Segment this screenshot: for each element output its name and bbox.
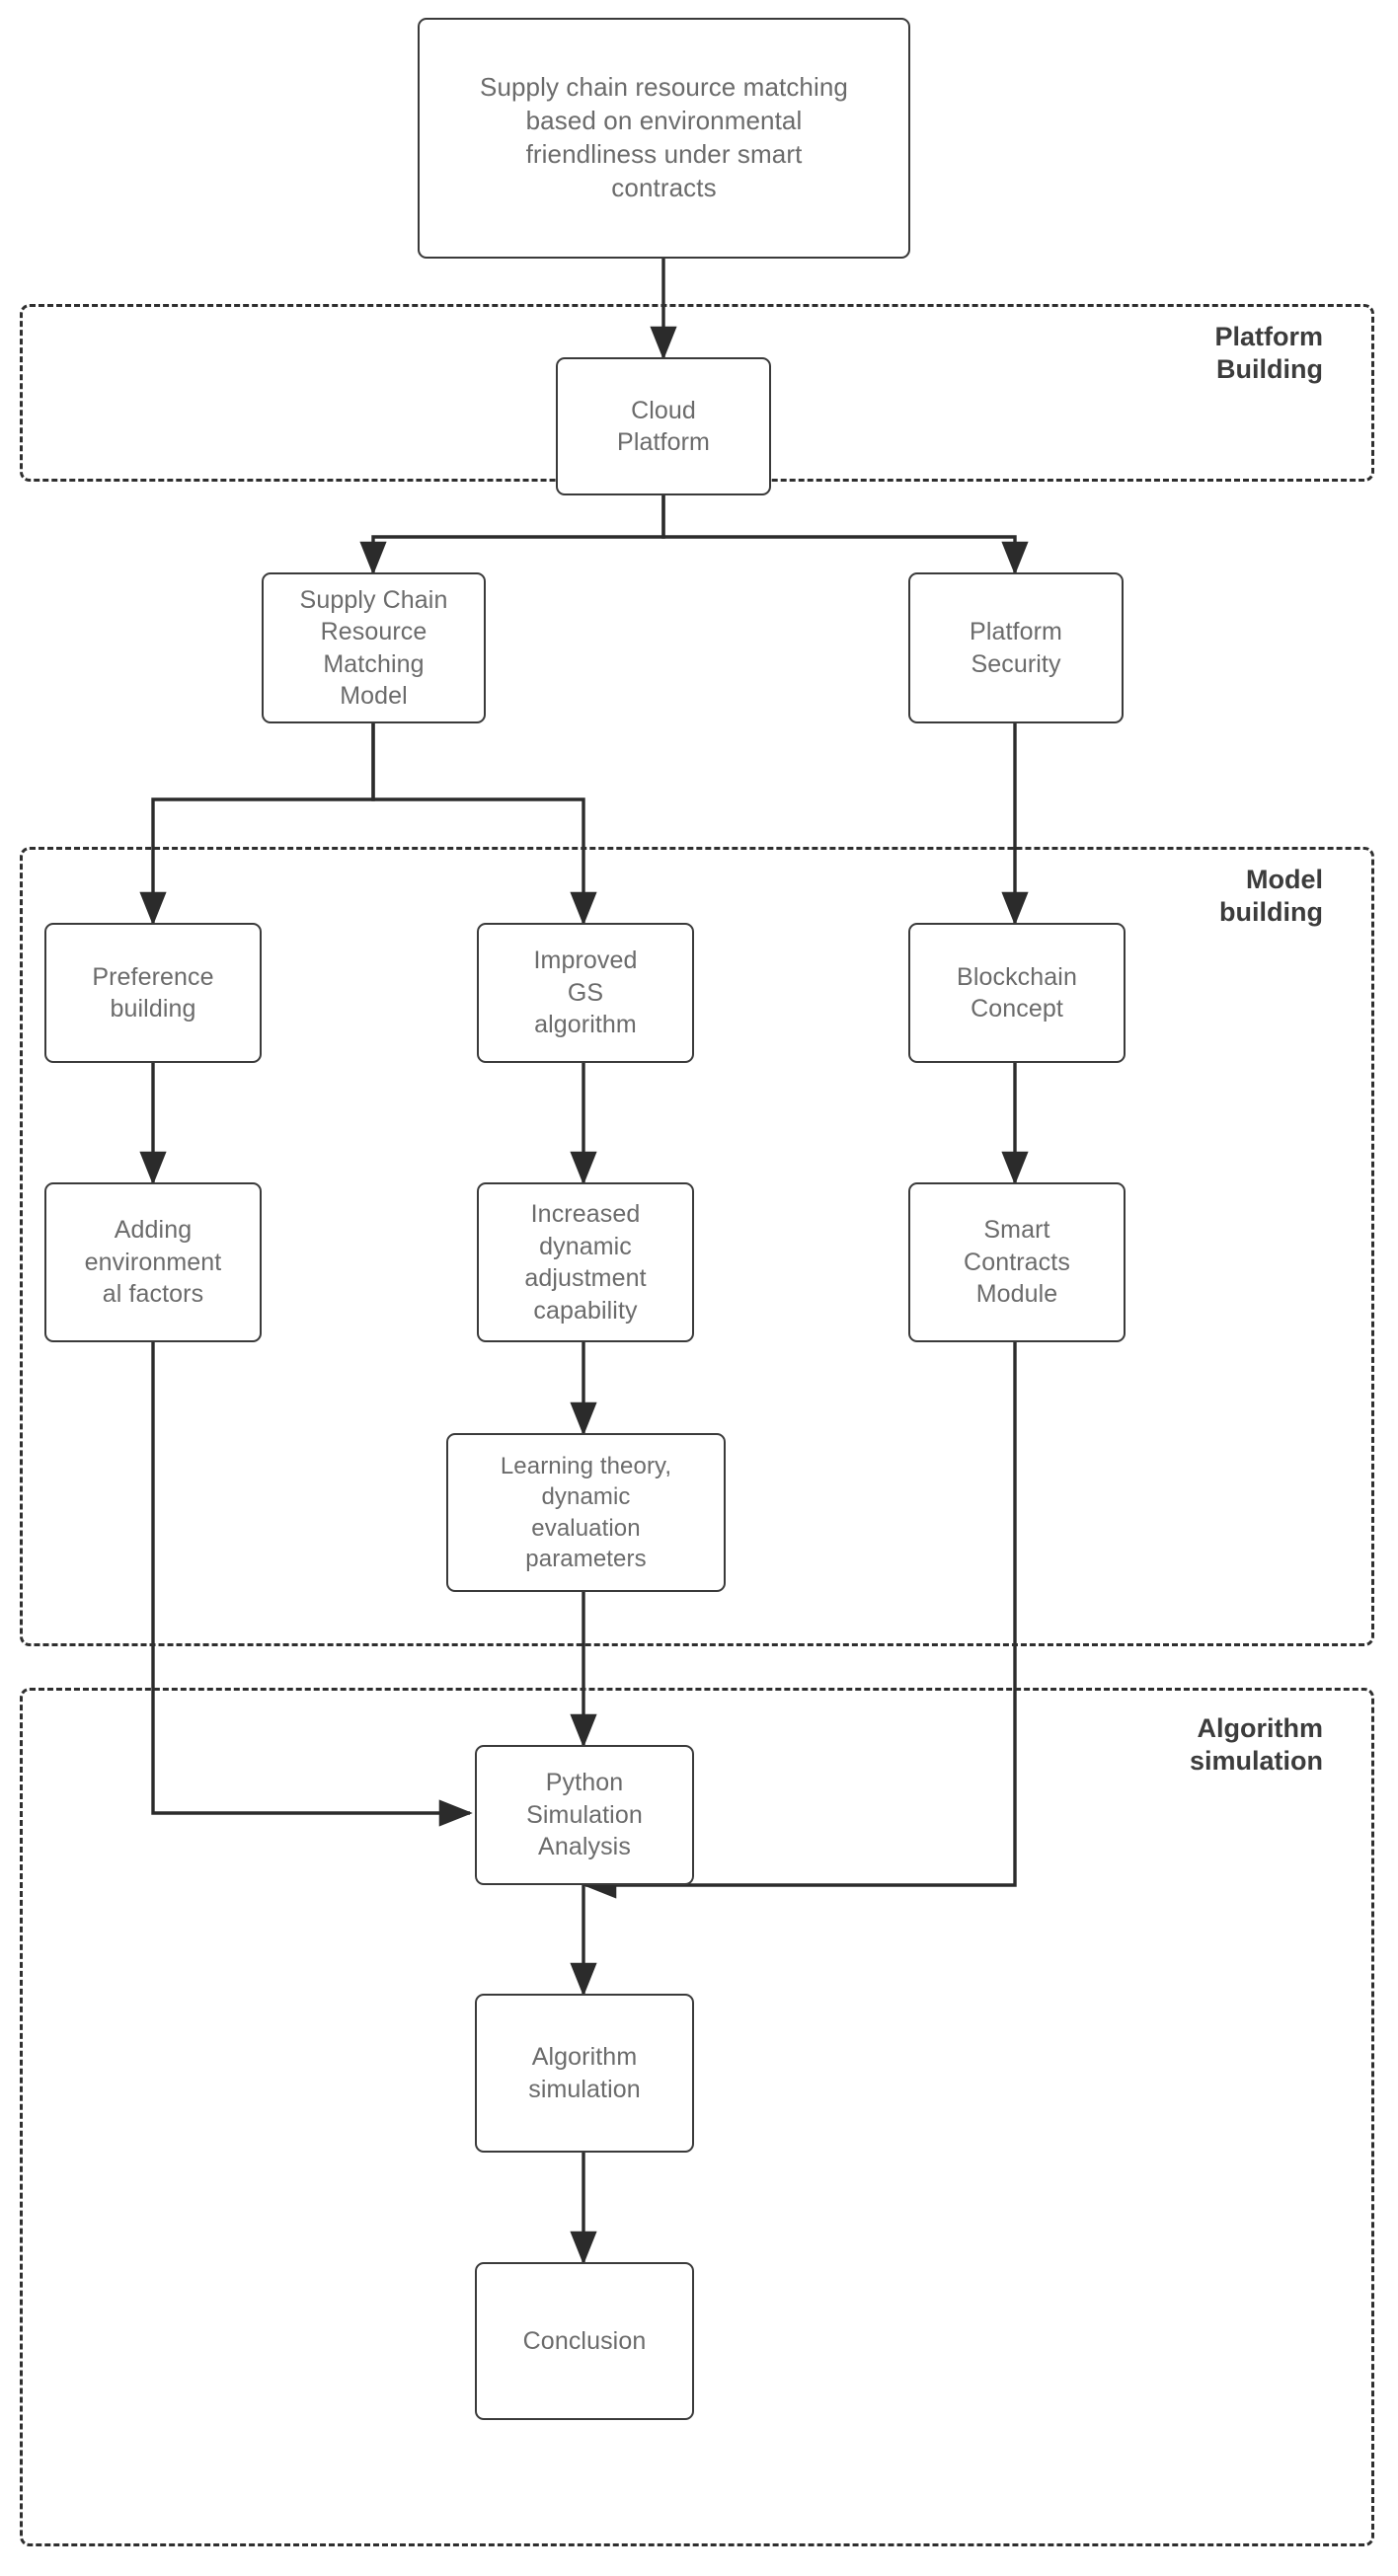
group-label-platform-building: Platform Building bbox=[1214, 322, 1323, 384]
node-supply-chain-resource-matching-model[interactable]: Supply Chain Resource Matching Model bbox=[262, 572, 486, 723]
node-python-simulation-analysis[interactable]: Python Simulation Analysis bbox=[475, 1745, 694, 1885]
node-smart-contracts-module[interactable]: Smart Contracts Module bbox=[908, 1182, 1126, 1342]
node-cloud-platform-label: Cloud Platform bbox=[617, 396, 710, 457]
edge-adding-env-to-python bbox=[151, 1342, 473, 1827]
edge-cloud-to-platform-security bbox=[661, 495, 1029, 575]
node-preference-building-label: Preference building bbox=[92, 962, 214, 1023]
group-algorithm-simulation bbox=[20, 1688, 1374, 2546]
node-conclusion-label: Conclusion bbox=[522, 2326, 647, 2355]
node-platform-security-label: Platform Security bbox=[970, 618, 1062, 678]
node-algorithm-simulation[interactable]: Algorithm simulation bbox=[475, 1994, 694, 2153]
node-learning-theory-dynamic-evaluation-parameters-label: Learning theory, dynamic evaluation para… bbox=[500, 1453, 672, 1572]
node-increased-dynamic-adjustment-capability[interactable]: Increased dynamic adjustment capability bbox=[477, 1182, 694, 1342]
node-improved-gs-algorithm-label: Improved GS algorithm bbox=[533, 947, 638, 1039]
group-model-building bbox=[20, 847, 1374, 1646]
node-adding-environmental-factors[interactable]: Adding environment al factors bbox=[44, 1182, 262, 1342]
node-python-simulation-analysis-label: Python Simulation Analysis bbox=[526, 1769, 643, 1861]
edge-supply-chain-to-improved-gs bbox=[371, 723, 597, 926]
node-smart-contracts-module-label: Smart Contracts Module bbox=[964, 1216, 1070, 1309]
node-conclusion[interactable]: Conclusion bbox=[475, 2262, 694, 2420]
node-algorithm-simulation-label: Algorithm simulation bbox=[528, 2043, 641, 2103]
node-title[interactable]: Supply chain resource matching based on … bbox=[418, 18, 910, 259]
node-blockchain-concept-label: Blockchain Concept bbox=[957, 962, 1077, 1023]
node-adding-environmental-factors-label: Adding environment al factors bbox=[84, 1216, 222, 1309]
group-label-algorithm-simulation: Algorithm simulation bbox=[1189, 1713, 1323, 1776]
node-increased-dynamic-adjustment-capability-label: Increased dynamic adjustment capability bbox=[524, 1200, 647, 1325]
group-label-model-building: Model building bbox=[1219, 865, 1323, 927]
node-supply-chain-resource-matching-model-label: Supply Chain Resource Matching Model bbox=[299, 585, 448, 711]
edge-smart-contracts-to-python bbox=[582, 1342, 1017, 1899]
node-preference-building[interactable]: Preference building bbox=[44, 923, 262, 1063]
node-learning-theory-dynamic-evaluation-parameters[interactable]: Learning theory, dynamic evaluation para… bbox=[446, 1433, 726, 1592]
node-cloud-platform[interactable]: Cloud Platform bbox=[556, 357, 771, 495]
node-platform-security[interactable]: Platform Security bbox=[908, 572, 1124, 723]
node-blockchain-concept[interactable]: Blockchain Concept bbox=[908, 923, 1126, 1063]
node-improved-gs-algorithm[interactable]: Improved GS algorithm bbox=[477, 923, 694, 1063]
node-title-label: Supply chain resource matching based on … bbox=[480, 72, 848, 202]
edge-cloud-to-supply-chain bbox=[359, 495, 665, 575]
